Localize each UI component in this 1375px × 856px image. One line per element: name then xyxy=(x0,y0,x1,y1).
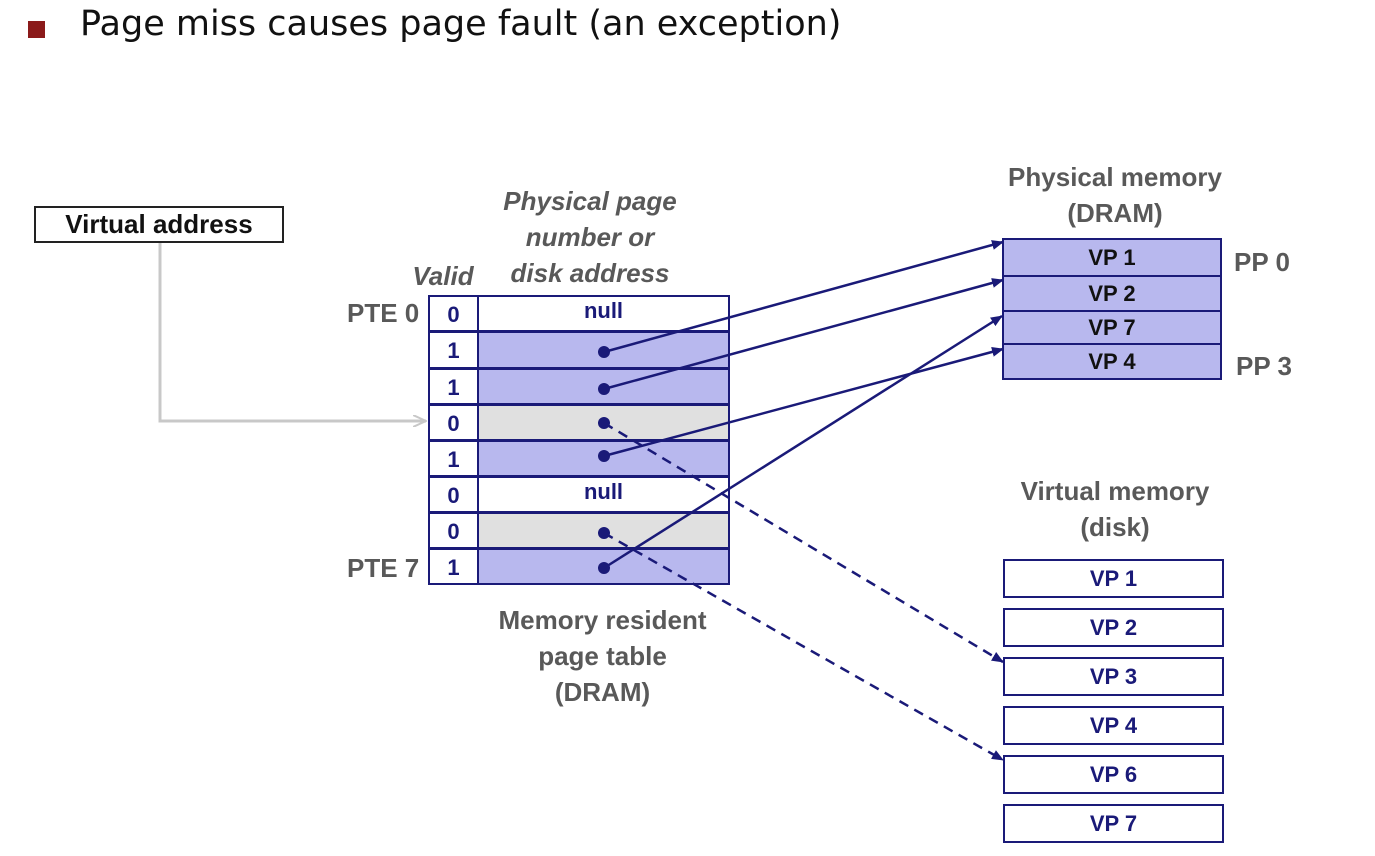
physical-memory-title-line1: Physical memory xyxy=(1008,162,1222,192)
pte2-dot xyxy=(598,383,610,395)
disk-page-2: VP 3 xyxy=(1003,657,1224,696)
disk-page-4: VP 6 xyxy=(1003,755,1224,794)
pte1-to-pp0-arrow xyxy=(603,240,1004,354)
ppn-header-line2: number or xyxy=(525,222,655,252)
pte-0-label: PTE 0 xyxy=(347,298,420,328)
virtual-address-arrow xyxy=(158,243,426,421)
pp-0-label: PP 0 xyxy=(1234,247,1290,277)
virtual-address-box: Virtual address xyxy=(34,206,284,243)
pte-1-valid: 1 xyxy=(428,331,479,369)
pte-4-valid: 1 xyxy=(428,440,479,477)
physical-memory-title-line2: (DRAM) xyxy=(1067,198,1163,228)
pte4-dot xyxy=(598,450,610,462)
ppn-header-line3: disk address xyxy=(510,258,670,288)
disk-page-5: VP 7 xyxy=(1003,804,1224,843)
pte3-to-disk-vp3-arrow xyxy=(603,421,1004,664)
pte-7-label: PTE 7 xyxy=(347,553,420,583)
pte4-to-pp3-arrow xyxy=(603,347,1004,458)
disk-page-0: VP 1 xyxy=(1003,559,1224,598)
pte6-to-disk-vp6-arrow xyxy=(603,531,1004,762)
bullet-text: Page miss causes page fault (an exceptio… xyxy=(80,4,842,44)
caption-line3: (DRAM) xyxy=(554,677,651,707)
pte-5-valid: 0 xyxy=(428,476,479,513)
pte-6-valid: 0 xyxy=(428,512,479,549)
caption-line2: page table xyxy=(538,641,667,671)
pp-3-label: PP 3 xyxy=(1236,351,1292,381)
bullet-square-icon xyxy=(28,21,45,38)
pte3-dot xyxy=(598,417,610,429)
pte-2-valid: 1 xyxy=(428,368,479,405)
pte7-to-pp2-arrow xyxy=(603,314,1003,570)
pte2-to-pp1-arrow xyxy=(603,278,1004,391)
virtual-memory-title: Virtual memory (disk) xyxy=(990,473,1240,545)
ppn-header: Physical page number or disk address xyxy=(480,183,700,291)
pte1-dot xyxy=(598,346,610,358)
virtual-memory-title-line2: (disk) xyxy=(1080,512,1150,542)
pte6-dot xyxy=(598,527,610,539)
virtual-memory-title-line1: Virtual memory xyxy=(1020,476,1210,506)
ppn-header-line1: Physical page xyxy=(503,186,677,216)
disk-page-3: VP 4 xyxy=(1003,706,1224,745)
page-table-caption: Memory resident page table (DRAM) xyxy=(470,602,735,710)
caption-line1: Memory resident xyxy=(498,605,707,635)
pte7-dot xyxy=(598,562,610,574)
physical-page-3: VP 4 xyxy=(1002,343,1222,380)
disk-page-1: VP 2 xyxy=(1003,608,1224,647)
physical-page-2: VP 7 xyxy=(1002,310,1222,345)
pte-5-entry: null xyxy=(477,476,730,513)
physical-memory-title: Physical memory (DRAM) xyxy=(990,159,1240,231)
valid-header: Valid xyxy=(412,261,474,291)
